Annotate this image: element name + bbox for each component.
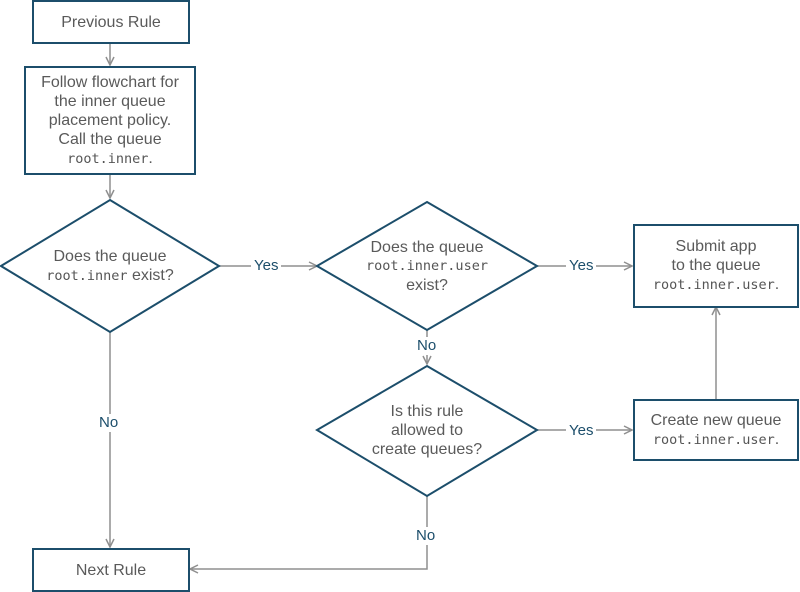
inner-exists-suffix: exist? <box>127 266 174 284</box>
node-follow-flowchart-box <box>24 66 196 175</box>
follow-line-3: placement policy. <box>48 111 172 129</box>
node-allowed-create: Is this rule allowed to create queues? <box>347 398 507 462</box>
allowed-line-3: create queues? <box>371 440 483 458</box>
edge-label-allowed-no: No <box>413 527 439 545</box>
edge-allowed-no <box>190 496 428 569</box>
follow-line-4: Call the queue <box>58 130 162 148</box>
node-previous-rule-box <box>32 0 190 44</box>
node-inner-exists-diamond <box>0 198 221 334</box>
node-create-queue-box <box>633 399 799 461</box>
allowed-line-2: allowed to <box>390 421 464 439</box>
follow-line-5: root.inner. <box>67 149 153 169</box>
inner-exists-line-2: root.inner exist? <box>46 266 174 286</box>
follow-line-2: the inner queue <box>54 92 166 110</box>
follow-queue-code: root.inner <box>67 150 149 167</box>
inner-exists-code: root.inner <box>46 267 128 284</box>
submit-line-1: Submit app <box>675 238 757 255</box>
previous-rule-label: Previous Rule <box>61 13 161 31</box>
submit-queue-suffix: . <box>774 276 780 293</box>
node-submit-app-box <box>633 224 799 308</box>
node-allowed-create-diamond <box>315 364 539 498</box>
user-exists-line-3: exist? <box>406 276 448 294</box>
user-exists-code: root.inner.user <box>366 257 488 274</box>
follow-line-1: Follow flowchart for <box>41 73 179 91</box>
create-line-2: root.inner.user. <box>653 430 779 450</box>
inner-exists-line-1: Does the queue <box>53 247 167 265</box>
node-user-exists-diamond <box>315 200 539 332</box>
node-follow-flowchart: Follow flowchart for the inner queue pla… <box>25 67 195 174</box>
edge-label-allowed-yes: Yes <box>566 422 597 440</box>
node-user-exists: Does the queue root.inner.user exist? <box>337 235 517 297</box>
node-submit-app: Submit app to the queue root.inner.user. <box>634 225 798 307</box>
node-create-queue: Create new queue root.inner.user. <box>634 400 798 460</box>
submit-line-3: root.inner.user. <box>653 275 779 295</box>
submit-line-2: to the queue <box>671 257 761 274</box>
edge-label-user-exists-no: No <box>414 337 440 355</box>
edge-label-inner-exists-no: No <box>96 414 122 432</box>
create-line-1: Create new queue <box>650 411 782 429</box>
edge-label-user-exists-yes: Yes <box>566 257 597 275</box>
node-next-rule: Next Rule <box>33 549 189 591</box>
node-next-rule-box <box>32 548 190 592</box>
create-queue-code: root.inner.user <box>652 431 775 448</box>
allowed-line-1: Is this rule <box>390 402 464 420</box>
create-queue-suffix: . <box>774 430 780 448</box>
edge-label-inner-exists-yes: Yes <box>251 257 282 275</box>
next-rule-label: Next Rule <box>75 561 147 579</box>
submit-queue-code: root.inner.user <box>652 277 775 293</box>
node-previous-rule: Previous Rule <box>33 1 189 43</box>
node-inner-exists: Does the queue root.inner exist? <box>20 236 200 296</box>
follow-queue-suffix: . <box>148 149 153 167</box>
user-exists-line-1: Does the queue <box>370 238 484 256</box>
